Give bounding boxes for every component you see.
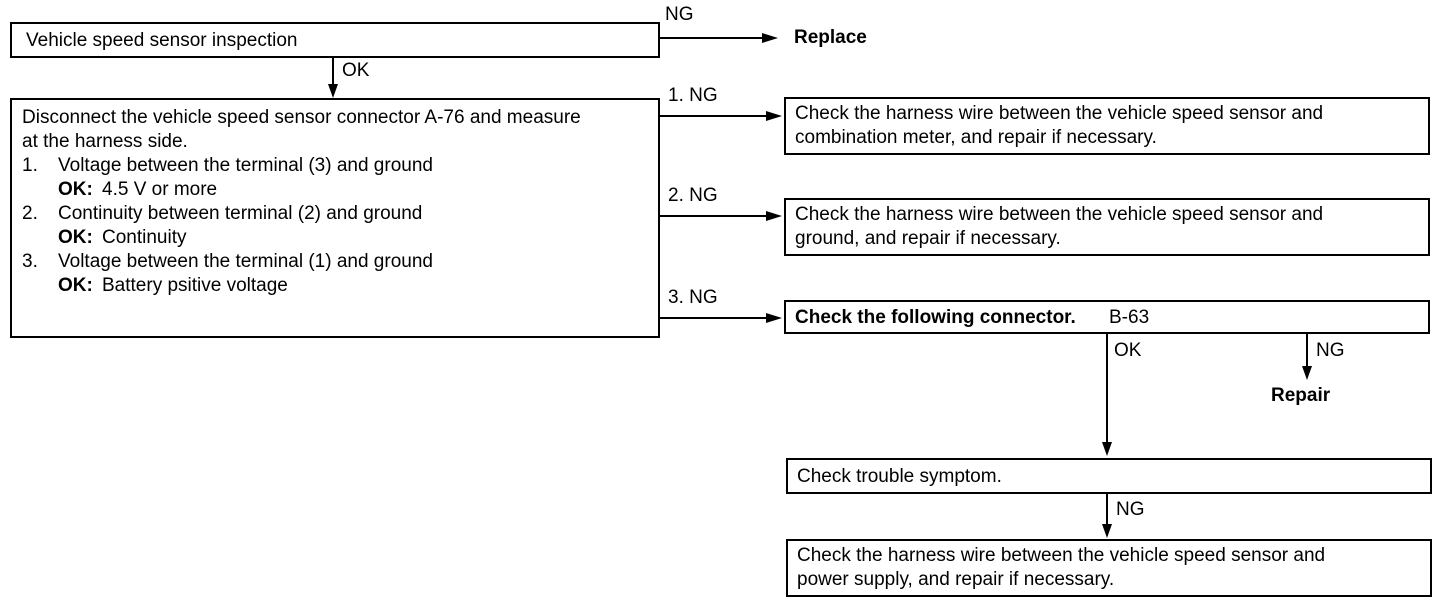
edge-label-c3-ok: OK [1114,340,1142,361]
node-repair: Repair [1271,385,1331,406]
edge-label-start-ok: OK [342,60,370,81]
check4-line-2: power supply, and repair if necessary. [797,569,1115,590]
arrowhead-check3 [766,313,782,323]
node-check-harness-ground: Check the harness wire between the vehic… [784,198,1430,256]
check1-line-2: combination meter, and repair if necessa… [795,127,1157,148]
measure-item-2-desc: Continuity between terminal (2) and grou… [58,203,423,224]
edge-label-c3-ng: NG [1316,340,1345,361]
measure-item-3-ok-value: Battery psitive voltage [102,275,288,296]
arrowhead-symptom [1102,442,1112,456]
symptom-label: Check trouble symptom. [797,466,1002,487]
measure-item-2-num: 2. [22,203,38,224]
arrowhead-measure [328,84,338,98]
node-check-harness-combination-meter: Check the harness wire between the vehic… [784,97,1430,155]
check3-connector-id: B-63 [1109,307,1150,328]
check1-line-1: Check the harness wire between the vehic… [795,103,1324,124]
arrowhead-check1 [766,111,782,121]
edge-label-start-ng: NG [665,4,694,25]
check4-line-1: Check the harness wire between the vehic… [797,545,1326,566]
measure-item-1-ok-value: 4.5 V or more [102,179,218,200]
node-check-connector-b63: Check the following connector. B-63 [784,300,1430,334]
node-vehicle-speed-sensor-inspection: Vehicle speed sensor inspection [10,22,660,58]
measure-item-1-num: 1. [22,155,38,176]
node-check-trouble-symptom: Check trouble symptom. [786,458,1432,494]
measure-item-3-num: 3. [22,251,38,272]
measure-item-1-desc: Voltage between the terminal (3) and gro… [58,155,433,176]
edge-label-2-ng: 2. NG [668,185,718,206]
node-replace: Replace [794,27,867,48]
check2-line-1: Check the harness wire between the vehic… [795,204,1324,225]
measure-item-2-ok-value: Continuity [102,227,187,248]
edge-label-sym-ng: NG [1116,499,1145,520]
arrowhead-check2 [766,211,782,221]
arrowhead-repair [1302,366,1312,380]
node-label: Vehicle speed sensor inspection [26,30,298,51]
node-measure-connector: Disconnect the vehicle speed sensor conn… [10,98,660,338]
arrowhead-check4 [1102,524,1112,538]
measure-line-2: at the harness side. [22,131,188,152]
measure-item-1-ok-label: OK: [58,179,93,200]
arrowhead-replace [762,33,778,43]
edge-label-1-ng: 1. NG [668,85,718,106]
measure-item-3-ok-label: OK: [58,275,93,296]
edge-label-3-ng: 3. NG [668,287,718,308]
measure-item-3-desc: Voltage between the terminal (1) and gro… [58,251,433,272]
check3-bold-text: Check the following connector. [795,307,1076,328]
check2-line-2: ground, and repair if necessary. [795,228,1061,249]
measure-line-1: Disconnect the vehicle speed sensor conn… [22,107,581,128]
node-check-harness-power-supply: Check the harness wire between the vehic… [786,539,1432,597]
measure-item-2-ok-label: OK: [58,227,93,248]
